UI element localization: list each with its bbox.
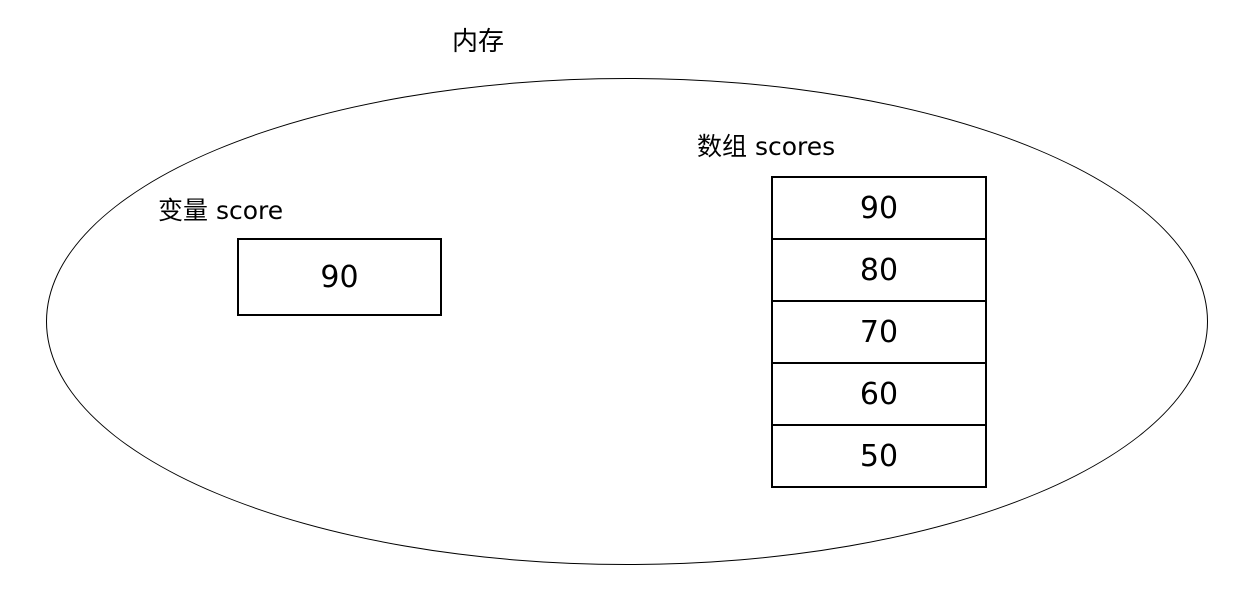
- array-scores-box: 90 80 70 60 50: [771, 176, 987, 488]
- array-cell-0: 90: [773, 178, 985, 240]
- array-cell-1: 80: [773, 240, 985, 302]
- variable-score-value: 90: [320, 259, 359, 295]
- array-cell-4: 50: [859, 438, 899, 474]
- memory-ellipse-outline: [46, 78, 1208, 565]
- array-scores-label: 数组 scores: [697, 132, 836, 161]
- array-cell-3: 60: [773, 364, 985, 426]
- variable-score-box: 90: [237, 238, 442, 316]
- variable-score-label: 变量 score: [158, 196, 284, 225]
- memory-title: 内存: [452, 27, 505, 57]
- array-cell-2: 70: [773, 302, 985, 364]
